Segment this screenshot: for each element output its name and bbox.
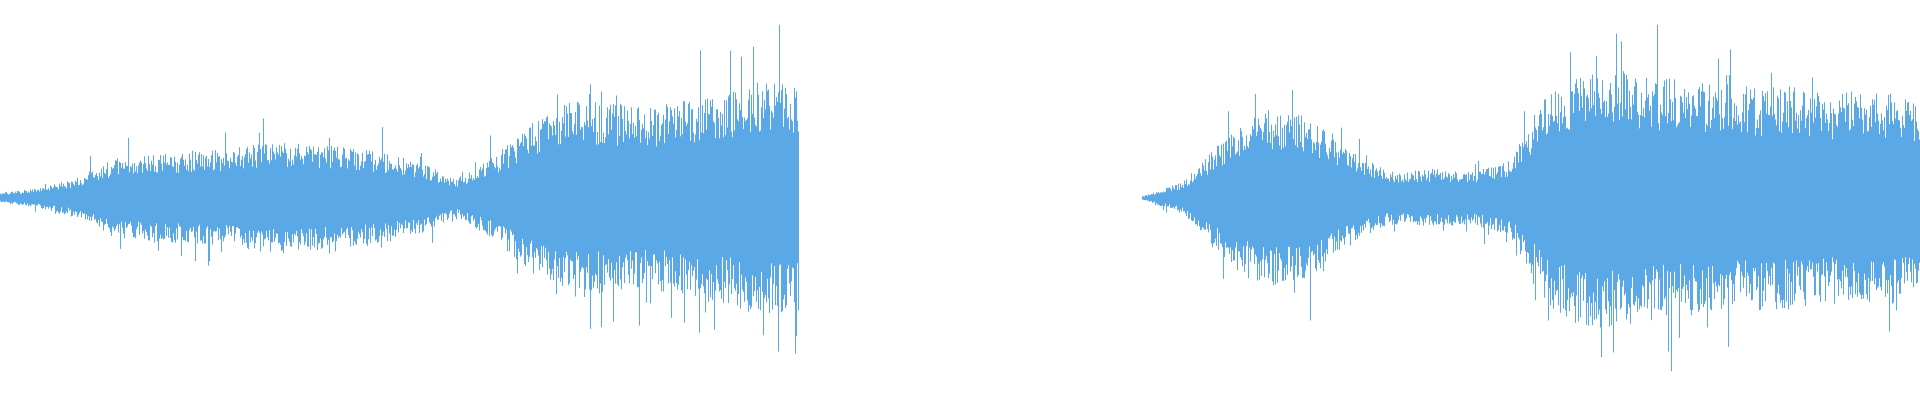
waveform-segment-1: [0, 24, 799, 354]
waveform-trace: [0, 24, 799, 354]
waveform-segment-2: [1142, 24, 1920, 372]
